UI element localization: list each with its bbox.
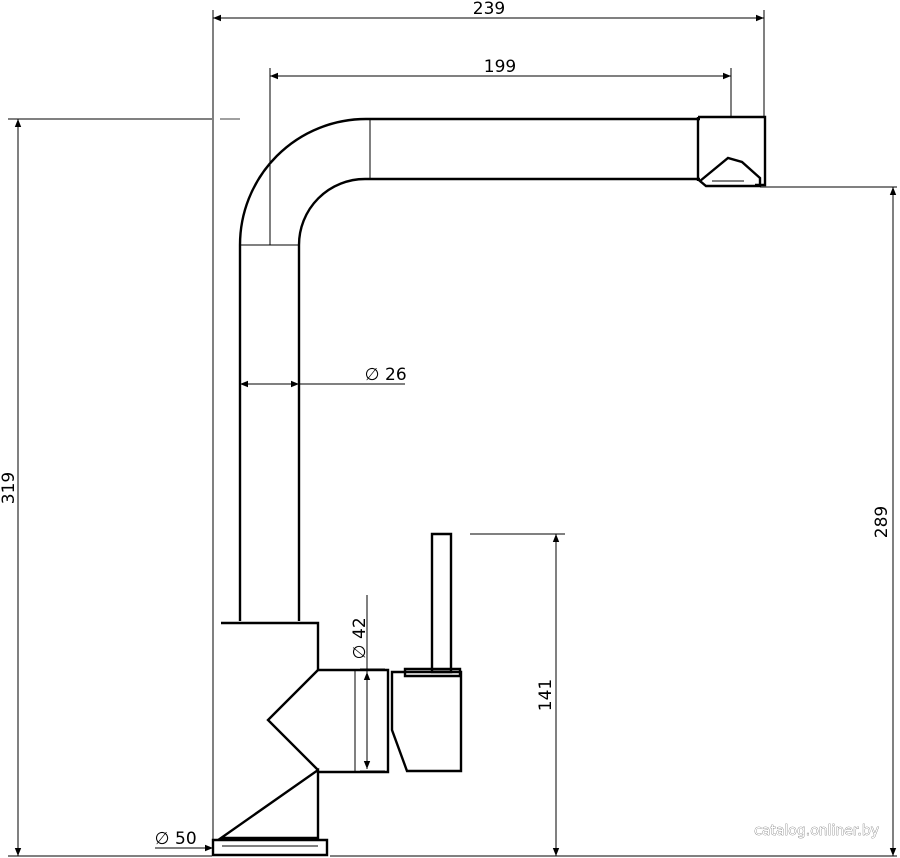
- faucet-body: [217, 621, 320, 840]
- base-diameter-value: 50: [175, 829, 197, 849]
- watermark-text: catalog.onliner.by: [754, 823, 879, 839]
- lever-rod: [430, 532, 453, 674]
- diameter-symbol: ∅: [365, 365, 380, 385]
- label-spout-height: 289: [872, 506, 892, 538]
- label-lever-height: 141: [536, 679, 556, 711]
- spout-inner-contour: [297, 177, 700, 621]
- faucet-outline: [211, 115, 767, 857]
- base-plate: [211, 838, 329, 857]
- label-spout-diameter: ∅ 26: [365, 365, 407, 385]
- lever-housing: [318, 668, 390, 774]
- spout-diameter-value: 26: [385, 365, 407, 385]
- diameter-symbol: ∅: [155, 829, 170, 849]
- label-total-height: 319: [0, 472, 19, 504]
- label-total-width: 239: [473, 0, 505, 19]
- lever-diameter-value: 42: [350, 617, 370, 639]
- spout-outer-contour: [238, 117, 700, 621]
- label-lever-diameter: ∅ 42: [350, 617, 370, 659]
- label-spout-reach: 199: [484, 57, 516, 77]
- lever-handle-block: [390, 670, 463, 773]
- label-base-diameter: ∅ 50: [155, 829, 197, 849]
- diameter-symbol: ∅: [350, 645, 370, 660]
- lever-cone: [266, 669, 319, 771]
- lever-rod-collar: [403, 667, 462, 678]
- aerator-nozzle: [698, 156, 762, 188]
- dimension-lines: [14, 14, 897, 856]
- extension-lines: [8, 10, 897, 857]
